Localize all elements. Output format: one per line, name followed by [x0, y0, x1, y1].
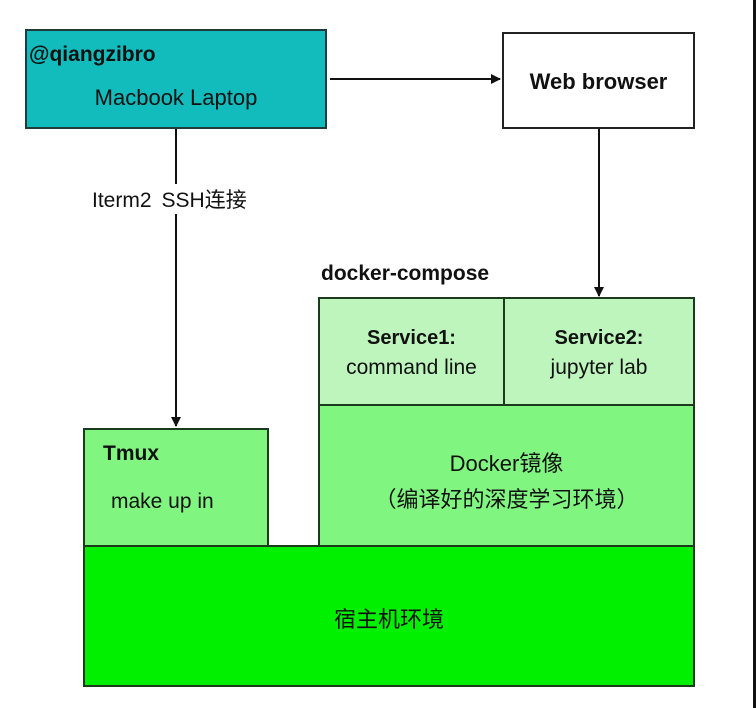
ssh-label-right: SSH连接: [161, 189, 247, 212]
service1-title: Service1:: [367, 327, 456, 349]
docker-line2: （编译好的深度学习环境）: [374, 487, 639, 512]
ssh-edge-label: Iterm2 SSH连接: [92, 184, 247, 214]
tmux-node: Tmux make up in: [83, 428, 269, 547]
docker-image-node: Docker镜像 （编译好的深度学习环境）: [318, 404, 695, 547]
service2-title: Service2:: [554, 327, 644, 349]
laptop-name: Macbook Laptop: [94, 85, 258, 110]
service1-node: Service1: command line: [318, 297, 505, 406]
service2-node: Service2: jupyter lab: [503, 297, 695, 406]
service1-subtitle: command line: [346, 356, 477, 379]
browser-node: Web browser: [502, 32, 695, 129]
compose-title: docker-compose: [321, 262, 490, 285]
service2-subtitle: jupyter lab: [550, 356, 648, 379]
ssh-label-left: Iterm2: [92, 189, 152, 212]
docker-line1: Docker镜像: [449, 451, 564, 476]
laptop-handle: @qiangzibro: [29, 43, 156, 66]
browser-label: Web browser: [529, 69, 668, 94]
tmux-title: Tmux: [103, 442, 160, 465]
host-environment-node: 宿主机环境: [83, 545, 695, 687]
tmux-subtitle: make up in: [111, 490, 214, 513]
laptop-node: @qiangzibro Macbook Laptop: [25, 29, 327, 129]
image-border-line: [753, 0, 756, 708]
host-label: 宿主机环境: [333, 607, 444, 632]
